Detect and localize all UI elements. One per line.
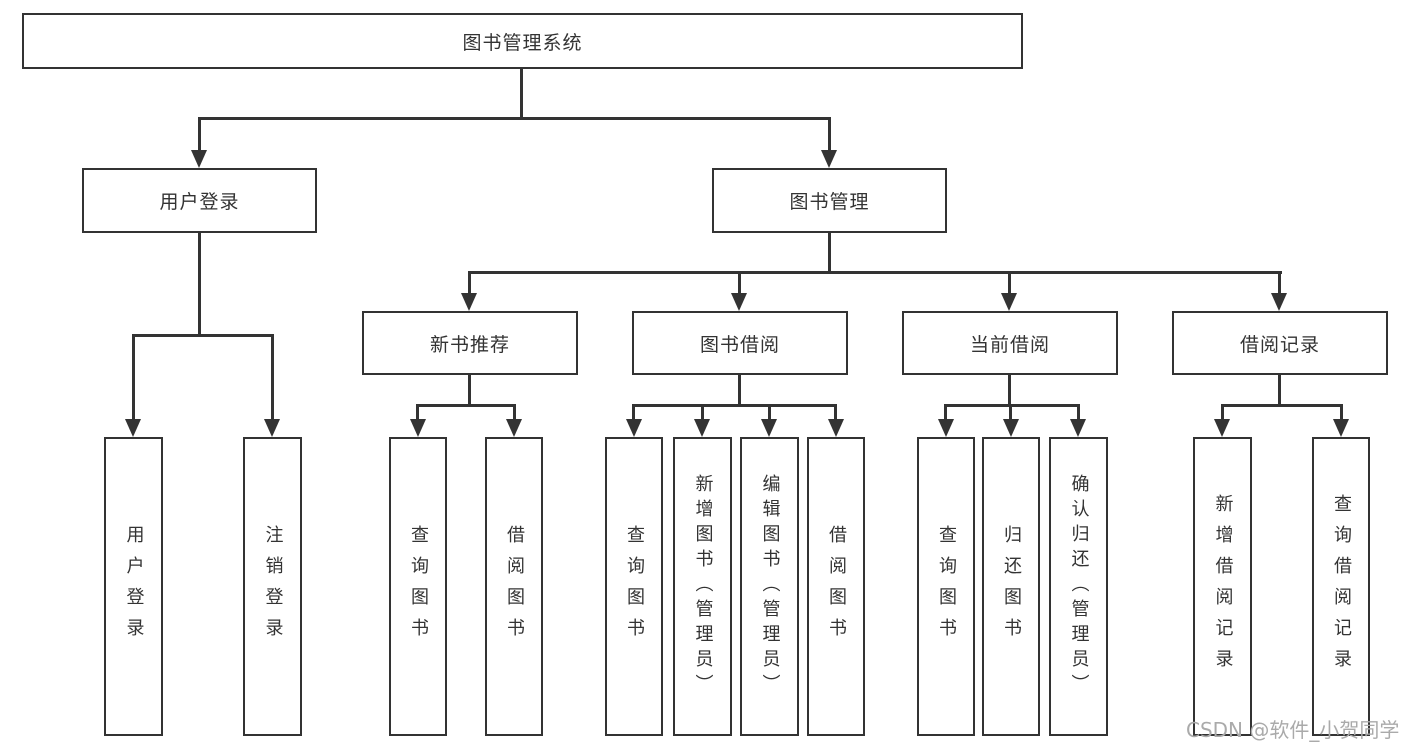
leaf-bb-edit-book-admin: 编辑图书（管理员）	[740, 437, 799, 736]
arrowhead-down-icon	[694, 419, 710, 437]
connector-to-leaf-logout	[271, 334, 274, 422]
leaf-cb-confirm-return-admin-label: 确认归还（管理员）	[1068, 474, 1090, 699]
node-new-book-recommend: 新书推荐	[362, 311, 578, 375]
leaf-br-query-record-label: 查询借阅记录	[1331, 493, 1352, 680]
leaf-logout: 注销登录	[243, 437, 302, 736]
leaf-nbr-query-book: 查询图书	[389, 437, 447, 736]
connector-to-leaf	[416, 404, 419, 422]
leaf-cb-return-book-label: 归还图书	[1001, 524, 1022, 649]
arrowhead-down-icon	[938, 419, 954, 437]
node-borrow-records-label: 借阅记录	[1239, 333, 1320, 356]
connector-to-leaf	[944, 404, 947, 422]
connector-user-login-split	[132, 334, 274, 337]
leaf-bb-add-book-admin: 新增图书（管理员）	[673, 437, 732, 736]
node-current-borrow-label: 当前借阅	[969, 333, 1050, 356]
arrowhead-down-icon	[1271, 293, 1287, 311]
arrowhead-down-icon	[1214, 419, 1230, 437]
connector-br-stem	[1278, 375, 1281, 407]
arrowhead-down-icon	[461, 293, 477, 311]
connector-to-new-book-recommend	[468, 271, 471, 295]
arrowhead-down-icon	[1070, 419, 1086, 437]
connector-to-leaf	[1340, 404, 1343, 422]
connector-to-leaf-user-login	[132, 334, 135, 422]
connector-user-login-stem	[198, 233, 201, 337]
connector-nbr-stem	[468, 375, 471, 407]
arrowhead-down-icon	[191, 150, 207, 168]
node-new-book-recommend-label: 新书推荐	[429, 333, 510, 356]
arrowhead-down-icon	[828, 419, 844, 437]
leaf-br-add-record: 新增借阅记录	[1193, 437, 1252, 736]
arrowhead-down-icon	[761, 419, 777, 437]
leaf-nbr-borrow-book: 借阅图书	[485, 437, 543, 736]
arrowhead-down-icon	[1001, 293, 1017, 311]
connector-to-book-borrow	[738, 271, 741, 295]
node-book-management-label: 图书管理	[789, 191, 870, 213]
node-user-login: 用户登录	[82, 168, 317, 233]
connector-to-borrow-records	[1278, 271, 1281, 295]
connector-to-current-borrow	[1008, 271, 1011, 295]
connector-level2-split	[198, 117, 831, 120]
connector-book-management-stem	[828, 233, 831, 274]
connector-to-leaf	[834, 404, 837, 422]
connector-to-leaf	[1077, 404, 1080, 422]
arrowhead-down-icon	[821, 150, 837, 168]
node-user-login-label: 用户登录	[159, 191, 240, 213]
leaf-cb-return-book: 归还图书	[982, 437, 1040, 736]
connector-to-leaf	[632, 404, 635, 422]
leaf-br-query-record: 查询借阅记录	[1312, 437, 1370, 736]
connector-br-split	[1221, 404, 1342, 407]
leaf-bb-borrow-book-label: 借阅图书	[826, 524, 847, 649]
leaf-user-login-label: 用户登录	[123, 524, 145, 649]
arrowhead-down-icon	[1333, 419, 1349, 437]
leaf-bb-query-book-label: 查询图书	[624, 524, 645, 649]
connector-cb-split	[945, 404, 1080, 407]
arrowhead-down-icon	[731, 293, 747, 311]
connector-level3-split	[468, 271, 1282, 274]
connector-to-leaf	[1009, 404, 1012, 422]
connector-to-leaf	[768, 404, 771, 422]
connector-nbr-split	[417, 404, 516, 407]
leaf-bb-edit-book-admin-label: 编辑图书（管理员）	[759, 474, 781, 699]
node-root: 图书管理系统	[22, 13, 1023, 69]
arrowhead-down-icon	[410, 419, 426, 437]
leaf-nbr-query-book-label: 查询图书	[408, 524, 429, 649]
leaf-cb-query-book-label: 查询图书	[936, 524, 957, 649]
connector-to-leaf	[1221, 404, 1224, 422]
leaf-bb-borrow-book: 借阅图书	[807, 437, 865, 736]
connector-bb-stem	[738, 375, 741, 407]
node-current-borrow: 当前借阅	[902, 311, 1118, 375]
connector-to-book-management	[828, 117, 831, 153]
node-book-management: 图书管理	[712, 168, 947, 233]
leaf-nbr-borrow-book-label: 借阅图书	[504, 524, 525, 649]
connector-to-leaf	[513, 404, 516, 422]
connector-bb-split	[633, 404, 837, 407]
arrowhead-down-icon	[125, 419, 141, 437]
connector-cb-stem	[1008, 375, 1011, 407]
leaf-cb-confirm-return-admin: 确认归还（管理员）	[1049, 437, 1108, 736]
arrowhead-down-icon	[626, 419, 642, 437]
leaf-br-add-record-label: 新增借阅记录	[1212, 493, 1234, 680]
arrowhead-down-icon	[264, 419, 280, 437]
node-borrow-records: 借阅记录	[1172, 311, 1388, 375]
leaf-logout-label: 注销登录	[262, 524, 284, 649]
node-book-borrow-label: 图书借阅	[699, 333, 780, 356]
connector-root-stem	[520, 69, 523, 118]
leaf-bb-query-book: 查询图书	[605, 437, 663, 736]
node-root-label: 图书管理系统	[462, 31, 583, 54]
connector-to-leaf	[701, 404, 704, 422]
leaf-cb-query-book: 查询图书	[917, 437, 975, 736]
node-book-borrow: 图书借阅	[632, 311, 848, 375]
connector-to-user-login	[198, 117, 201, 153]
csdn-watermark: CSDN @软件_小贺同学	[1186, 718, 1400, 742]
leaf-user-login: 用户登录	[104, 437, 163, 736]
arrowhead-down-icon	[1003, 419, 1019, 437]
leaf-bb-add-book-admin-label: 新增图书（管理员）	[692, 474, 714, 699]
arrowhead-down-icon	[506, 419, 522, 437]
